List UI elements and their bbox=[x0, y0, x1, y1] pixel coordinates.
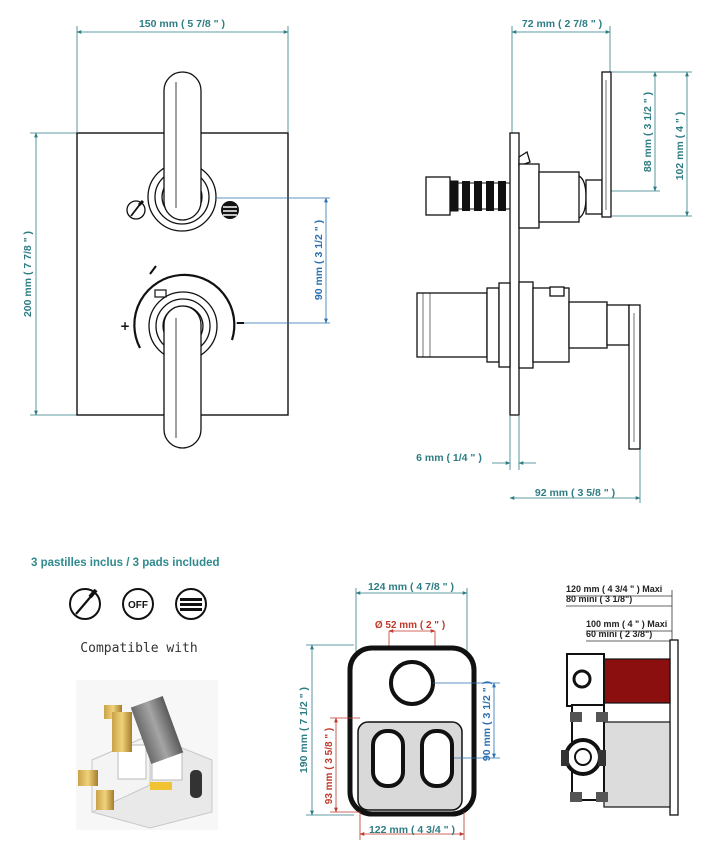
shower-icon bbox=[126, 199, 146, 220]
rough-side-max-label: 120 mm ( 4 3/4 " ) Maxi bbox=[566, 584, 662, 594]
rough-front-width-top: 124 mm ( 4 7/8 " ) bbox=[368, 581, 454, 593]
rough-in-side-view: 120 mm ( 4 3/4 " ) Maxi 80 mini ( 3 1/8"… bbox=[561, 584, 679, 816]
side-upper-lever bbox=[601, 71, 612, 218]
rough-side-red-body bbox=[603, 658, 671, 704]
side-view: 72 mm ( 2 7/8 " ) 88 mm ( 3 1/2 " ) 102 … bbox=[416, 18, 692, 503]
rough-side-max-label-2: 100 mm ( 4 " ) Maxi bbox=[586, 619, 667, 629]
slot-pad-icon bbox=[175, 588, 207, 620]
rough-front-spacing: 90 mm ( 3 1/2 " ) bbox=[481, 681, 493, 761]
front-width-label: 150 mm ( 5 7/8 " ) bbox=[139, 18, 225, 30]
lower-stem bbox=[416, 292, 488, 358]
pads-caption: 3 pastilles inclus / 3 pads included bbox=[31, 557, 220, 569]
front-spacing-label: 90 mm ( 3 1/2 " ) bbox=[313, 220, 325, 300]
lower-handle bbox=[163, 305, 202, 449]
rough-front-window: 93 mm ( 3 5/8 " ) bbox=[324, 728, 335, 804]
side-plate-label: 6 mm ( 1/4 " ) bbox=[416, 452, 482, 464]
compatible-text: Compatible with bbox=[80, 641, 197, 656]
rough-front-width-bottom: 122 mm ( 4 3/4 " ) bbox=[369, 824, 455, 836]
rough-side-min-label-2: 60 mini ( 2 3/8") bbox=[586, 629, 652, 639]
side-upper-label-a: 88 mm ( 3 1/2 " ) bbox=[642, 92, 654, 172]
side-total-label: 92 mm ( 3 5/8 " ) bbox=[535, 487, 615, 499]
upper-handle bbox=[163, 71, 202, 221]
rough-in-front-view: 124 mm ( 4 7/8 " ) Ø 52 mm ( 2 " ) 190 m… bbox=[298, 581, 500, 840]
pads-section: 3 pastilles inclus / 3 pads included OFF… bbox=[31, 557, 220, 830]
upper-stem-threads bbox=[449, 180, 511, 212]
off-slot-icon bbox=[221, 201, 239, 219]
rough-box-hole bbox=[389, 660, 435, 706]
rough-side-min-label: 80 mini ( 3 1/8") bbox=[566, 594, 632, 604]
rough-front-height: 190 mm ( 7 1/2 " ) bbox=[298, 687, 310, 773]
side-depth-label: 72 mm ( 2 7/8 " ) bbox=[522, 18, 602, 30]
plus-symbol: + bbox=[120, 319, 130, 333]
off-text: OFF bbox=[128, 600, 148, 611]
front-view: 150 mm ( 5 7/8 " ) 200 mm ( 7 7/8 " ) bbox=[22, 18, 330, 449]
off-pad-icon: OFF bbox=[122, 588, 154, 620]
rough-in-valve-illustration bbox=[76, 680, 218, 830]
side-upper-label-b: 102 mm ( 4 " ) bbox=[674, 112, 686, 181]
front-height-label: 200 mm ( 7 7/8 " ) bbox=[22, 231, 34, 317]
side-plate bbox=[509, 132, 520, 416]
rough-front-hole-diameter: Ø 52 mm ( 2 " ) bbox=[375, 620, 445, 631]
shower-pad-icon bbox=[69, 588, 101, 620]
side-lower-lever bbox=[628, 304, 641, 450]
